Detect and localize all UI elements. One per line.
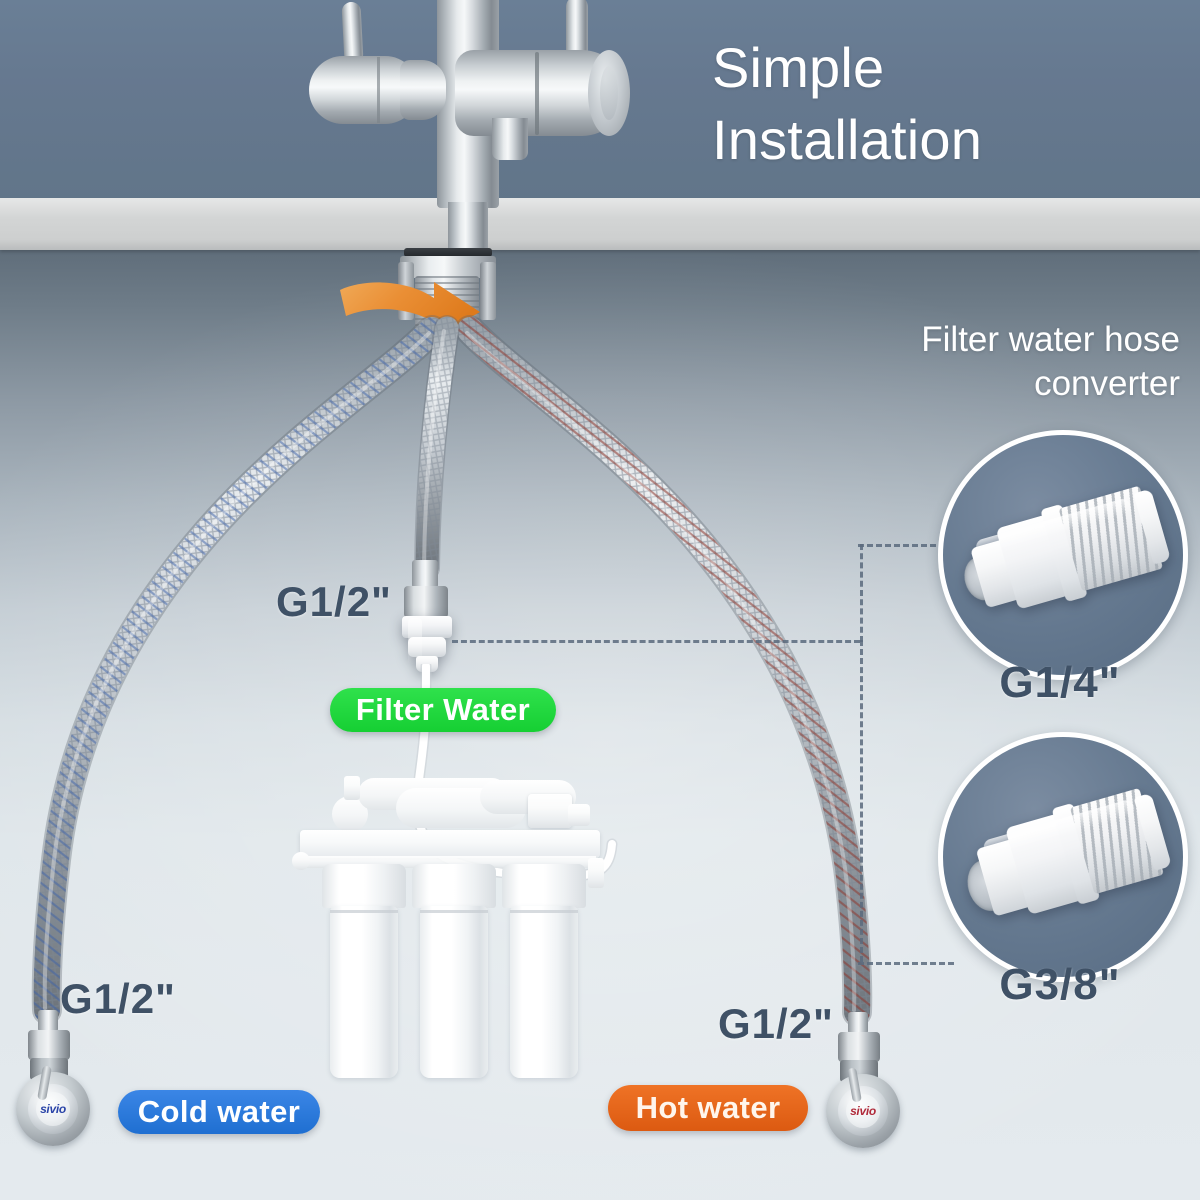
page-title-line2: Installation (712, 107, 983, 171)
page-title: Simple Installation (712, 32, 1132, 175)
g38-push-fit-icon (950, 767, 1181, 944)
hot-water-badge: Hot water (608, 1085, 808, 1131)
leader-line-vertical-lower (860, 640, 863, 962)
filter-water-badge: Filter Water (330, 688, 556, 732)
g38-connector-inset (938, 732, 1188, 982)
cold-hose-size-label: G1/2" (60, 975, 176, 1022)
converter-title-line2: converter (1034, 364, 1180, 404)
hot-valve-brand-text: sivio (850, 1104, 876, 1118)
leader-line-vertical-upper (860, 544, 863, 642)
hot-hose-size-label: G1/2" (718, 1000, 834, 1047)
leader-line-to-g14-circle (858, 544, 954, 547)
leader-line-converter-horizontal (452, 640, 860, 643)
cold-water-hose (31, 315, 447, 1025)
filter-water-hose (414, 315, 460, 581)
filter-hose-size-label: G1/2" (276, 578, 392, 625)
g38-label: G3/8" (999, 960, 1121, 1009)
converter-title-line1: Filter water hose (921, 320, 1180, 359)
g14-label: G1/4" (999, 658, 1121, 707)
cold-water-badge: Cold water (118, 1090, 320, 1134)
g14-connector-inset (938, 430, 1188, 680)
page-title-line1: Simple (712, 36, 885, 99)
under-sink-background (0, 248, 1200, 1200)
cold-valve-brand-text: sivio (40, 1102, 66, 1116)
countertop-slab (0, 198, 1200, 250)
water-filter-unit (292, 760, 620, 1090)
hot-valve-brand-badge: sivio (846, 1094, 880, 1128)
g14-push-fit-icon (948, 467, 1179, 639)
converter-section-title: Filter water hose converter (790, 318, 1180, 406)
leader-line-to-g38-circle (858, 962, 954, 965)
hot-water-hose (455, 315, 873, 1027)
